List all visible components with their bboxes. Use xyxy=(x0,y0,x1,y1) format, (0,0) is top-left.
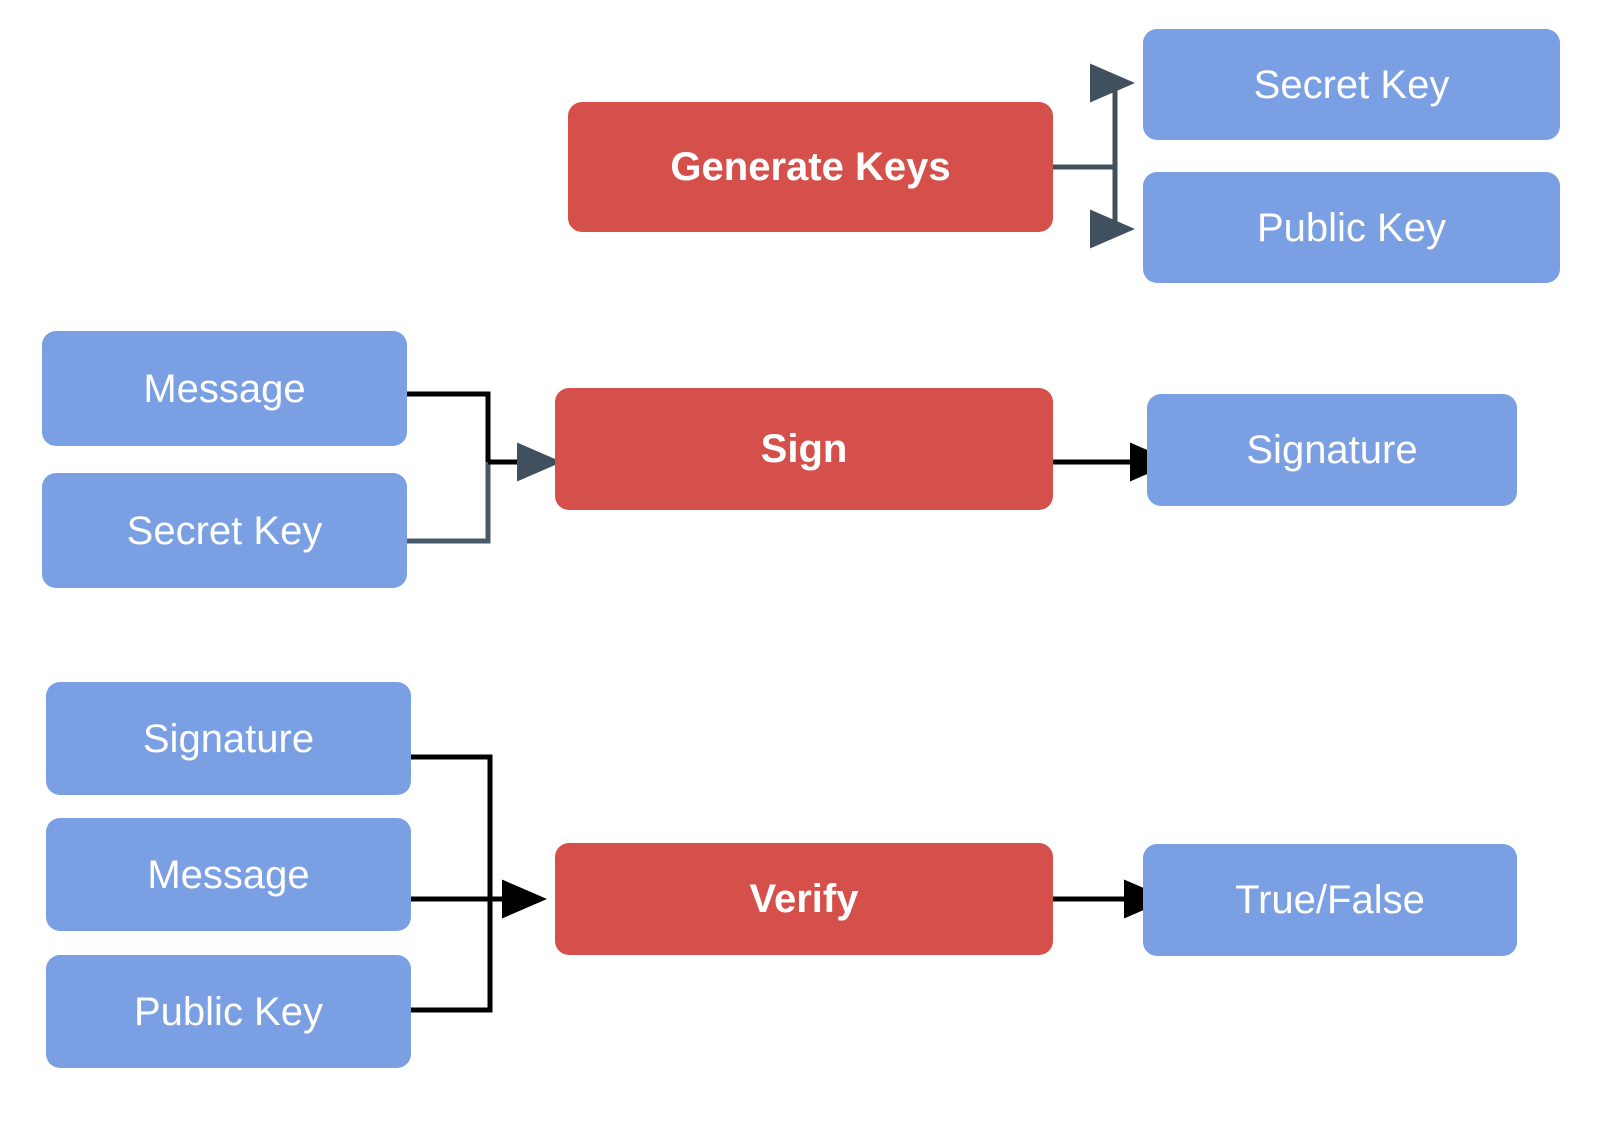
node-verify-input-signature-label: Signature xyxy=(142,716,315,761)
node-sign[interactable]: Sign xyxy=(555,388,1053,510)
node-sign-label: Sign xyxy=(760,427,848,471)
node-signature-output[interactable]: Signature xyxy=(1147,394,1517,506)
node-secret-key-output-label: Secret Key xyxy=(1253,62,1450,107)
node-true-false-output[interactable]: True/False xyxy=(1143,844,1517,956)
node-verify-input-signature[interactable]: Signature xyxy=(46,682,411,795)
node-verify-input-public-key-label: Public Key xyxy=(134,989,323,1034)
connector-verify-inputs xyxy=(411,754,548,1013)
node-sign-input-message-label: Message xyxy=(143,366,306,411)
node-verify-input-message-label: Message xyxy=(147,852,310,897)
node-verify[interactable]: Verify xyxy=(555,843,1053,955)
connector-sign-inputs xyxy=(407,391,563,544)
node-sign-input-message[interactable]: Message xyxy=(42,331,407,446)
node-public-key-output[interactable]: Public Key xyxy=(1143,172,1560,283)
node-signature-output-label: Signature xyxy=(1246,428,1418,472)
node-sign-input-secret-key[interactable]: Secret Key xyxy=(42,473,407,588)
connector-generate-keys-branch xyxy=(1053,63,1136,249)
node-true-false-output-label: True/False xyxy=(1235,878,1425,922)
node-generate-keys-label: Generate Keys xyxy=(670,145,951,189)
node-public-key-output-label: Public Key xyxy=(1257,205,1446,250)
node-verify-input-message[interactable]: Message xyxy=(46,818,411,931)
node-generate-keys[interactable]: Generate Keys xyxy=(568,102,1053,232)
node-sign-input-secret-key-label: Secret Key xyxy=(126,508,323,553)
node-verify-label: Verify xyxy=(749,877,859,921)
node-verify-input-public-key[interactable]: Public Key xyxy=(46,955,411,1068)
node-secret-key-output[interactable]: Secret Key xyxy=(1143,29,1560,140)
